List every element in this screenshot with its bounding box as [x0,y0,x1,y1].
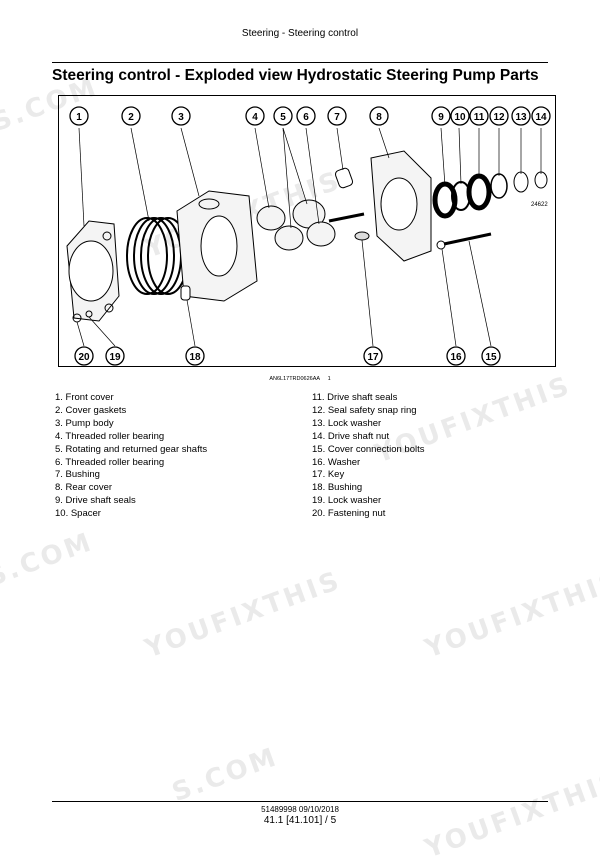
footer-doc-id: 51489998 09/10/2018 [261,805,339,814]
legend-item: 14. Drive shaft nut [312,430,390,442]
legend-item: 17. Key [312,469,345,481]
callout-10: 10 [454,112,466,123]
figure-ref-code: 24622 [531,202,548,208]
callout-6: 6 [303,112,309,123]
callout-12: 12 [493,112,505,123]
figure-caption-number: 1 [327,376,331,382]
figure-caption: AN6L17TRD0626AA 1 [0,376,600,382]
callout-9: 9 [438,112,444,123]
legend-item: 16. Washer [312,456,361,468]
legend-item: 5. Rotating and returned gear shafts [55,443,208,455]
callout-15: 15 [485,352,497,363]
watermark: YOUFIXTHIS [421,565,600,665]
callout-14: 14 [535,112,547,123]
legend-item: 3. Pump body [55,417,114,429]
legend-item: 15. Cover connection bolts [312,443,425,455]
legend-item: 8. Rear cover [55,482,113,494]
legend-item: 1. Front cover [55,392,114,403]
legend-item: 4. Threaded roller bearing [55,430,165,442]
callout-3: 3 [178,112,184,123]
exploded-view-drawing: 1 2 3 4 5 6 7 8 9 10 11 12 13 14 20 19 1… [66,106,551,366]
legend-item: 11. Drive shaft seals [312,392,398,403]
callout-4: 4 [252,112,258,123]
callout-19: 19 [109,352,121,363]
callout-13: 13 [515,112,527,123]
watermark: S.COM [0,526,98,594]
footer-page-number: 41.1 [41.101] / 5 [263,815,337,826]
legend-item: 9. Drive shaft seals [55,495,136,507]
legend-item: 19. Lock washer [312,495,382,507]
legend-item: 7. Bushing [55,469,100,481]
legend-item: 6. Threaded roller bearing [55,456,165,468]
header-rule [52,62,548,63]
drive-shaft-seals-shape [432,171,548,219]
legend-item: 13. Lock washer [312,417,382,429]
legend-item: 12. Seal safety snap ring [312,404,417,416]
footer-rule [52,801,548,802]
callout-2: 2 [128,112,134,123]
callout-circles [69,106,551,366]
watermark: S.COM [168,741,283,809]
legend-item: 10. Spacer [55,508,101,520]
figure-caption-code: AN6L17TRD0626AA [269,376,321,382]
callout-11: 11 [474,112,485,123]
page-title: Steering control - Exploded view Hydrost… [52,67,539,84]
callout-17: 17 [367,352,379,363]
exploded-view-figure: 1 2 3 4 5 6 7 8 9 10 11 12 13 14 20 19 1… [58,95,556,367]
legend-item: 18. Bushing [312,482,363,494]
callout-18: 18 [189,352,201,363]
watermark: YOUFIXTHIS [141,565,346,665]
gear-shafts-shape [256,199,365,251]
callout-5: 5 [280,112,286,123]
callout-8: 8 [376,112,382,123]
parts-legend-right: 11. Drive shaft seals 12. Seal safety sn… [312,392,424,521]
callout-20: 20 [78,352,90,363]
callout-7: 7 [334,112,340,123]
callout-16: 16 [450,352,462,363]
section-header: Steering - Steering control [241,28,359,39]
legend-item: 20. Fastening nut [312,508,386,520]
callout-1: 1 [76,112,82,123]
legend-item: 2. Cover gaskets [55,404,127,416]
parts-legend-left: 1. Front cover 2. Cover gaskets 3. Pump … [55,392,207,521]
